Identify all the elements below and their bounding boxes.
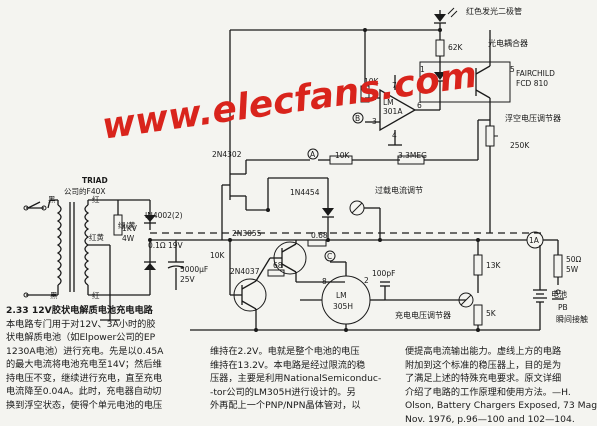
r-5k-label: 5K [486,309,497,318]
node-a-label: A [310,150,316,159]
reg-label: LM [336,291,347,300]
cap-main-v-label: 25V [180,275,196,284]
r-10k-a-label: 10K [364,77,380,86]
caption-line: Nov. 1976, p.96—100 and 102—104. [405,413,575,425]
pin-8-label: 8 [322,277,327,286]
r-5w-label: 5W [566,265,579,274]
op-amp-label: LM [383,98,394,107]
caption-line: 便提高电流输出能力。虚线上方的电路 [405,346,562,357]
op-amp-lm301a: LM 301A 2 3 6 7 4 [365,75,430,146]
pin-2b-label: 2 [364,276,369,285]
q1-label: 2N4302 [212,150,242,159]
caption-line: 本电路专门用于对12V、3A小时的胶 [6,318,156,330]
ammeter-label: 1A [529,236,540,245]
node-b-label: B [355,114,360,123]
charge-adj-label: 充电电压调节器 [395,310,451,320]
caption-line: 电流降至0.04A。此时，充电器自动切 [6,386,162,397]
caption-line: 维持在2.2V。电就是整个电池的电压 [210,346,360,357]
pin-6-label: 6 [417,101,422,110]
caption-left: 2.33 12V胶状电解质电池充电电路本电路专门用于对12V、3A小时的胶状电解… [6,304,206,412]
caption-line: 1230A电池）进行充电。先是以0.45A [6,345,164,357]
caption-line: 维持在13.2V。本电路是经过限流的稳 [210,359,366,371]
red-top-label: 红 [92,194,100,204]
node-c-label: C [327,252,332,261]
overcurrent-section: 1N4454 过载电流调节 [267,177,423,240]
caption-middle: 维持在2.2V。电就是整个电池的电压维持在13.2V。本电路是经过限流的稳压器，… [210,345,430,413]
q1-2n4302: 2N4302 [212,150,310,240]
q2-2n3055: 2N3055 0.68 [232,229,345,283]
r-01-label: 0.1Ω [148,241,166,250]
r-10k-c-label: 10K [210,251,226,260]
over-curr-label: 过载电流调节 [375,185,423,195]
caption-line: 外再配上一个PNP/NPN晶体管对，以 [210,400,361,411]
r-100pf-label: 100pF [372,269,395,278]
transformer: TRIAD 公司的F40X 黑 红 红黄 黑 红 [23,176,108,300]
r-068-label: 0.68 [311,231,328,240]
q3-2n4037: 2N4037 68 [229,240,285,330]
triad-label: TRIAD [82,176,108,185]
diode-pair-label: IN4002(2) [145,211,183,220]
caption-line: 了满足上述的特殊充电要求。原文详细 [405,373,562,384]
diode-1n-label: 1N4454 [290,188,320,197]
caption-right: 便提高电流输出能力。虚线上方的电路附加到这个标准的稳压器上，目的是为了满足上述的… [405,345,597,426]
v-19-label: 19V [168,241,184,250]
caption-line: 2.33 12V胶状电解质电池充电电路 [6,305,153,316]
caption-line: Olson, Battery Chargers Exposed, 73 Maga… [405,400,597,411]
pb-note-label: 瞬间接触 [556,314,588,324]
watermark-text: www.elecfans.com [100,54,480,147]
r-62k-label: 62K [448,43,464,52]
output-battery: 1A 50Ω 5W 电池 PB 瞬间接触 [505,231,588,330]
green-yellow-label: 绿/黄 [118,220,136,230]
r-13k-label: 13K [486,261,502,270]
float-adj-label: 浮空电压调节器 [505,113,561,123]
regulator-lm305h: LM 305H 8 2 [300,261,385,330]
led-and-optocoupler: 红色发光二极管 62K 光电耦合器 FAIRCHILD FCD 810 1 5 [419,6,555,121]
coupler-label: 光电耦合器 [488,38,528,48]
fcd-label: FCD 810 [516,79,548,88]
dz-4w-label: 4W [122,234,135,243]
float-voltage-adjuster: 浮空电压调节器 250K [485,113,561,233]
op-amp-num-label: 301A [383,107,403,116]
cap-main-label: 5000μF [180,265,208,274]
r-250k-label: 250K [510,141,530,150]
red-yellow-label: 红黄 [89,232,104,242]
caption-line: 持电压不变，继续进行充电，直至充电 [6,372,163,384]
r-50-label: 50Ω [566,255,582,264]
pin-5-label: 5 [510,65,515,74]
caption-line: 状电解质电池（如Elpower公司的EP [6,332,156,343]
q2-label: 2N3055 [232,229,262,238]
dz-1kv-label: 1KV [122,224,138,233]
caption-line: 附加到这个标准的稳压器上，目的是为 [405,359,562,371]
caption-line: -tor公司的LM305H进行设计的。另 [210,386,356,398]
rectifier: IN4002(2) 1KV 4W 绿/黄 5000μF 25V 0.1Ω 19V [87,199,208,321]
charge-voltage-adjuster: 充电电压调节器 [385,292,474,320]
reg-num-label: 305H [333,302,353,311]
q3-label: 2N4037 [230,267,260,276]
r-68-label: 68 [273,261,283,270]
caption-line: 压器，主要是利用NationalSemiconduc- [210,373,382,384]
caption-line: 的最大电流将电池充电至14V；然后维 [6,359,162,370]
caption-line: 换到浮空状态，使得个单元电池的电压 [6,399,163,411]
led-label: 红色发光二极管 [466,6,522,16]
triad-model-label: 公司的F40X [64,186,106,196]
pin-1-label: 1 [420,65,425,74]
fairchild-label: FAIRCHILD [516,69,555,78]
caption-line: 介绍了电路的工作原理和使用方法。—H. [405,386,571,398]
pb-label: PB [558,303,568,312]
divider: 13K 5K [473,240,502,330]
